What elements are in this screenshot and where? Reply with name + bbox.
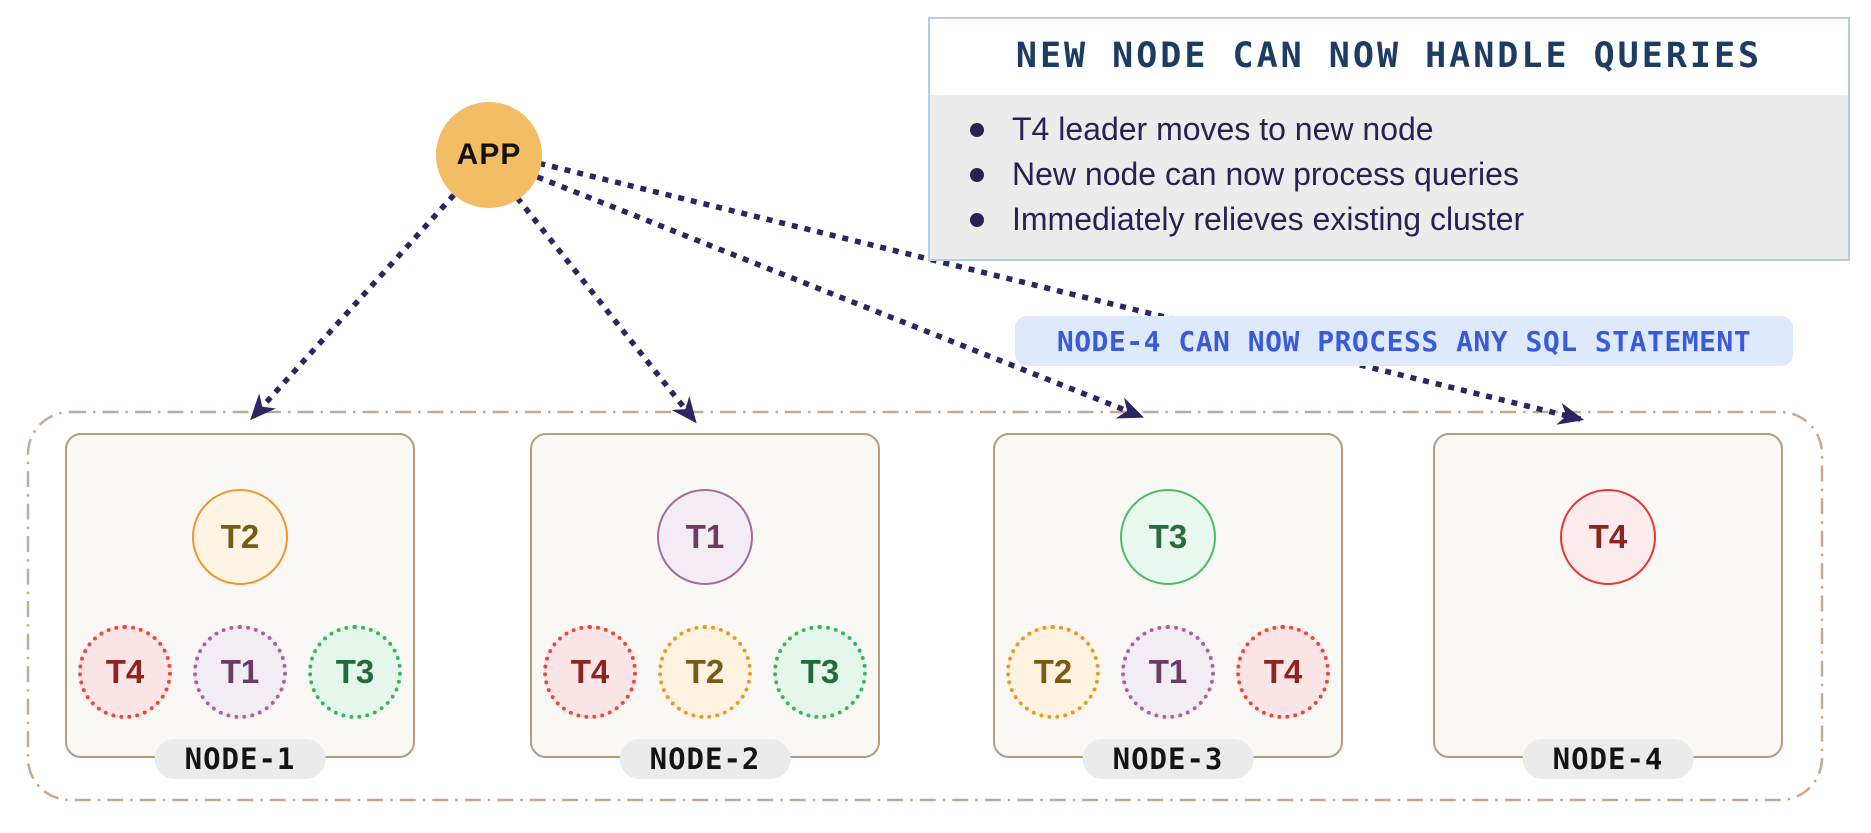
node-4-leader-circle: T4	[1560, 489, 1656, 585]
node-2-leader-circle: T1	[657, 489, 753, 585]
node-1-replicas: T4 T1 T3	[67, 625, 413, 719]
bullet-item: Immediately relieves existing cluster	[970, 197, 1848, 242]
node-2-replica-circle: T3	[773, 625, 867, 719]
info-panel: NEW NODE CAN NOW HANDLE QUERIES T4 leade…	[928, 17, 1850, 261]
arrow-app-to-node-1	[249, 193, 456, 421]
tablet-label: T1	[1148, 653, 1188, 690]
info-panel-body: T4 leader moves to new node New node can…	[930, 95, 1848, 259]
node-2-label: NODE-2	[619, 739, 791, 779]
tablet-label: T4	[570, 653, 610, 690]
node-3-replica-circle: T1	[1121, 625, 1215, 719]
app-label: APP	[456, 138, 522, 171]
tablet-label: T2	[685, 653, 725, 690]
info-panel-title: NEW NODE CAN NOW HANDLE QUERIES	[1015, 36, 1763, 76]
tablet-label: T4	[1588, 518, 1628, 555]
node-2-replica-circle: T4	[543, 625, 637, 719]
bullet-text: Immediately relieves existing cluster	[1012, 201, 1525, 237]
node-2-replicas: T4 T2 T3	[532, 625, 878, 719]
node-4-box: T4 NODE-4	[1433, 433, 1783, 779]
tablet-label: T2	[220, 518, 260, 555]
app-circle: APP	[436, 102, 542, 208]
bullet-text: T4 leader moves to new node	[1012, 111, 1434, 147]
node-1-label: NODE-1	[154, 739, 326, 779]
node-3-replica-circle: T4	[1236, 625, 1330, 719]
tablet-label: T4	[105, 653, 145, 690]
node-2-replica-circle: T2	[658, 625, 752, 719]
arrow-app-to-node-2	[515, 196, 698, 424]
node-1-replica-circle: T1	[193, 625, 287, 719]
tablet-label: T2	[1033, 653, 1073, 690]
bullet-dot-icon	[970, 122, 984, 137]
tablet-label: T3	[335, 653, 375, 690]
node-1-replica-circle: T3	[308, 625, 402, 719]
bullet-dot-icon	[970, 212, 984, 227]
tablet-label: T1	[220, 653, 260, 690]
tablet-label: T1	[685, 518, 725, 555]
node-3-leader-circle: T3	[1120, 489, 1216, 585]
tablet-label: T4	[1263, 653, 1303, 690]
bullet-text: New node can now process queries	[1012, 156, 1519, 192]
node-3-replica-circle: T2	[1006, 625, 1100, 719]
node-3-label: NODE-3	[1082, 739, 1254, 779]
bullet-item: New node can now process queries	[970, 152, 1848, 197]
node-2-box: T1 T4 T2 T3 NODE-2	[530, 433, 880, 779]
node-1-replica-circle: T4	[78, 625, 172, 719]
tablet-label: T3	[800, 653, 840, 690]
node-4-label: NODE-4	[1522, 739, 1694, 779]
node-1-leader-circle: T2	[192, 489, 288, 585]
bullet-item: T4 leader moves to new node	[970, 107, 1848, 152]
node-3-replicas: T2 T1 T4	[995, 625, 1341, 719]
node-4-callout: NODE-4 CAN NOW PROCESS ANY SQL STATEMENT	[1015, 316, 1793, 366]
node-1-box: T2 T4 T1 T3 NODE-1	[65, 433, 415, 779]
bullet-dot-icon	[970, 167, 984, 182]
node-3-box: T3 T2 T1 T4 NODE-3	[993, 433, 1343, 779]
tablet-label: T3	[1148, 518, 1188, 555]
